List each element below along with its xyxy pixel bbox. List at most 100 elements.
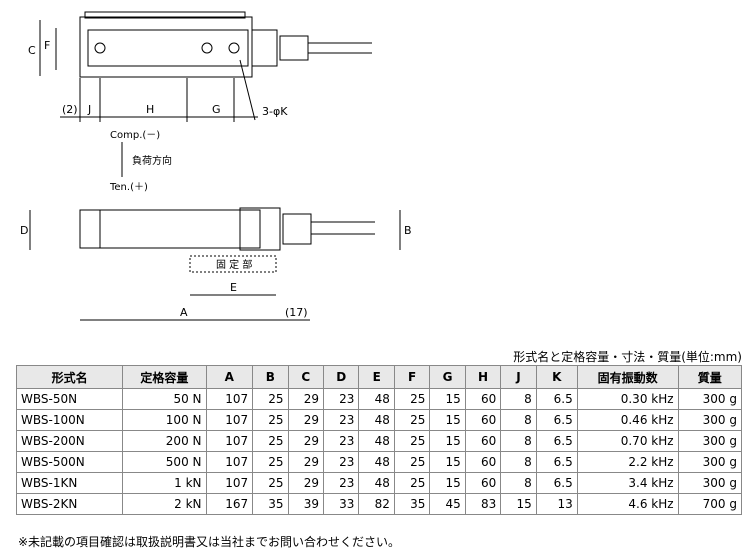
table-cell: 1 kN xyxy=(122,472,207,494)
table-cell: 6.5 xyxy=(535,472,578,494)
dim-d-label: D xyxy=(20,224,28,237)
top-view-clip xyxy=(84,11,246,19)
table-cell: 500 N xyxy=(122,451,207,473)
table-cell: 60 xyxy=(464,451,502,473)
table-cell: 8 xyxy=(500,388,537,410)
table-cell: 15 xyxy=(429,451,466,473)
ten-label: Ten.(＋) xyxy=(109,182,148,193)
table-cell: 60 xyxy=(464,430,502,452)
table-cell: 60 xyxy=(464,409,502,431)
table-cell: 6.5 xyxy=(535,430,578,452)
table-cell: 8 xyxy=(500,430,537,452)
table-cell: 2.2 kHz xyxy=(576,451,679,473)
header-k: K xyxy=(535,365,578,389)
dim-f-label: F xyxy=(44,39,50,52)
table-cell: 48 xyxy=(358,472,395,494)
table-caption: 形式名と定格容量・寸法・質量(単位:mm) xyxy=(513,350,742,364)
table-cell: 25 xyxy=(252,451,289,473)
table-cell: 107 xyxy=(205,388,254,410)
table-cell: 300 g xyxy=(677,430,743,452)
table-cell: 25 xyxy=(393,472,431,494)
table-cell: 23 xyxy=(322,409,360,431)
table-cell: 25 xyxy=(393,451,431,473)
table-cell: 300 g xyxy=(677,472,743,494)
table-cell: 48 xyxy=(358,430,395,452)
header-b: B xyxy=(252,365,289,389)
spec-table: 形式名 定格容量 A B C D E F G H J K 固有振動数 質量 WB… xyxy=(15,365,743,515)
side-view-body xyxy=(99,209,261,249)
table-cell: 25 xyxy=(252,388,289,410)
table-cell: 23 xyxy=(322,388,360,410)
table-cell: 0.46 kHz xyxy=(576,409,679,431)
table-cell: 29 xyxy=(287,409,325,431)
table-cell: 100 N xyxy=(122,409,207,431)
table-cell: 8 xyxy=(500,451,537,473)
dim-17-label: (17) xyxy=(285,306,308,319)
table-cell: 29 xyxy=(287,388,325,410)
header-capacity: 定格容量 xyxy=(122,365,207,389)
header-mass: 質量 xyxy=(677,365,743,389)
table-cell: 15 xyxy=(429,388,466,410)
header-model: 形式名 xyxy=(15,365,124,389)
table-cell: 0.70 kHz xyxy=(576,430,679,452)
table-cell: 8 xyxy=(500,409,537,431)
table-cell: 60 xyxy=(464,388,502,410)
dim-e-label: E xyxy=(230,281,237,294)
table-cell: 15 xyxy=(500,493,537,515)
table-cell: WBS-50N xyxy=(15,388,124,410)
table-cell: 23 xyxy=(322,472,360,494)
table-header-row: 形式名 定格容量 A B C D E F G H J K 固有振動数 質量 xyxy=(15,365,743,389)
table-cell: 60 xyxy=(464,472,502,494)
header-d: D xyxy=(322,365,360,389)
table-cell: 83 xyxy=(464,493,502,515)
table-cell: 0.30 kHz xyxy=(576,388,679,410)
mount-hole-3 xyxy=(228,42,240,54)
dim-h-label: H xyxy=(146,103,154,116)
top-connector xyxy=(251,29,278,67)
table-cell: 6.5 xyxy=(535,451,578,473)
table-cell: 23 xyxy=(322,430,360,452)
table-cell: 107 xyxy=(205,430,254,452)
table-cell: 15 xyxy=(429,409,466,431)
table-cell: 48 xyxy=(358,388,395,410)
table-cell: 50 N xyxy=(122,388,207,410)
side-view-connector xyxy=(239,207,281,251)
table-cell: 167 xyxy=(205,493,254,515)
table-cell: 107 xyxy=(205,451,254,473)
table-cell: 13 xyxy=(535,493,578,515)
table-cell: 25 xyxy=(252,472,289,494)
table-cell: WBS-2KN xyxy=(15,493,124,515)
header-h: H xyxy=(464,365,502,389)
dim-2-label: (2) xyxy=(62,103,78,116)
side-view-gland xyxy=(282,213,312,245)
top-gland xyxy=(279,35,309,61)
table-cell: 3.4 kHz xyxy=(576,472,679,494)
dim-g-label: G xyxy=(212,103,221,116)
table-cell: 82 xyxy=(358,493,395,515)
table-cell: 39 xyxy=(287,493,325,515)
table-cell: 29 xyxy=(287,472,325,494)
mount-hole-2 xyxy=(201,42,213,54)
header-f: F xyxy=(393,365,431,389)
table-cell: 200 N xyxy=(122,430,207,452)
table-cell: 6.5 xyxy=(535,388,578,410)
table-cell: 4.6 kHz xyxy=(576,493,679,515)
table-cell: 25 xyxy=(393,409,431,431)
table-cell: 300 g xyxy=(677,388,743,410)
table-cell: 25 xyxy=(252,409,289,431)
table-cell: 25 xyxy=(393,430,431,452)
table-cell: WBS-200N xyxy=(15,430,124,452)
footnote: ※未記載の項目確認は取扱説明書又は当社までお問い合わせください。 xyxy=(18,535,401,549)
dim-a-label: A xyxy=(180,306,188,319)
table-cell: 23 xyxy=(322,451,360,473)
fixed-part xyxy=(189,255,277,273)
mount-hole-1 xyxy=(94,42,106,54)
table-cell: 33 xyxy=(322,493,360,515)
header-j: J xyxy=(500,365,537,389)
table-cell: WBS-1KN xyxy=(15,472,124,494)
comp-label: Comp.(－) xyxy=(110,130,160,141)
table-cell: 300 g xyxy=(677,451,743,473)
